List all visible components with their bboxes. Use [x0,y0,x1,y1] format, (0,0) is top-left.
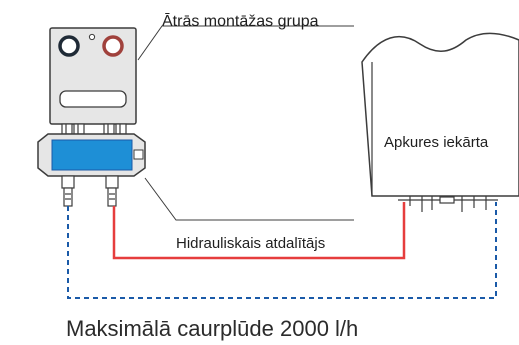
supply-gauge-ring [58,35,80,57]
lower-pipe-stubs [61,175,119,207]
label-heating-appliance: Apkures iekārta [384,134,489,151]
upper-pipe-stubs [61,123,127,135]
label-quick-mount-group: Ātrās montāžas grupa [162,13,319,30]
group-leader-line [137,25,354,61]
display-window [59,90,127,108]
appliance-connection-strip [398,196,498,212]
red-flow-pipe [112,202,406,260]
separator-leader-line [144,177,354,221]
label-max-flow: Maksimālā caurplūde 2000 l/h [66,316,359,341]
dashed-return-pipe [67,202,497,299]
separator-side-port [133,149,144,160]
label-hydraulic-separator: Hidrauliskais atdalītājs [176,235,326,252]
heating-appliance-outline [361,32,519,197]
small-screw-icon [88,33,96,41]
return-gauge-ring [102,35,124,57]
separator-body [51,139,133,171]
